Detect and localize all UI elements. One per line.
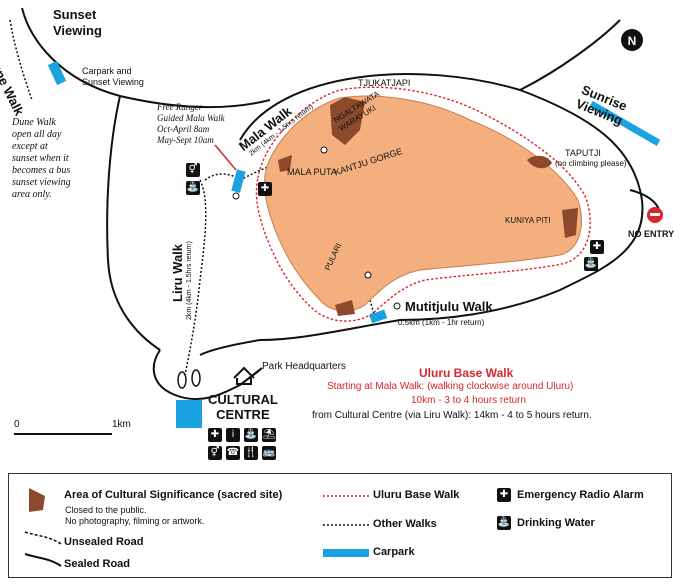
liru-walk-label: Liru Walk xyxy=(170,243,185,302)
legend-cultural-sub2: No photography, filming or artwork. xyxy=(65,516,205,526)
legend-water: Drinking Water xyxy=(517,517,595,529)
ranger-pointer xyxy=(214,144,237,171)
dune-walk-path xyxy=(9,19,33,101)
sealed-road-hq-stub xyxy=(239,367,263,386)
base-walk-line2: 10km - 3 to 4 hours return xyxy=(411,395,527,406)
sacred-site-kuniya xyxy=(562,208,578,238)
picnic-icon: ⛱ xyxy=(262,428,276,442)
east-emergency-icon: ✚ xyxy=(590,240,604,254)
legend-other-walks: Other Walks xyxy=(373,518,437,530)
legend-emergency: Emergency Radio Alarm xyxy=(517,489,644,501)
park-hq-label: Park Headquarters xyxy=(262,361,346,372)
sealed-road-west xyxy=(106,95,161,351)
carpark-sunrise xyxy=(589,100,661,146)
mutitjulu-walk-path xyxy=(369,299,376,319)
kuniya-label: KUNIYA PITI xyxy=(505,216,551,225)
legend-base-walk: Uluru Base Walk xyxy=(373,489,460,501)
base-walk-route xyxy=(255,86,591,322)
east-water-icon: ⛲ xyxy=(584,257,598,271)
legend-unsealed: Unsealed Road xyxy=(64,536,144,548)
legend-carpark: Carpark xyxy=(373,546,415,558)
mala-emergency-icon: ✚ xyxy=(258,182,272,196)
legend: Area of Cultural Significance (sacred si… xyxy=(8,473,672,578)
mala-water-icon: ⛲ xyxy=(186,181,200,195)
north-label: N xyxy=(628,34,637,48)
sacred-site-taputji xyxy=(527,155,552,169)
sealed-road-loop xyxy=(199,73,644,356)
legend-cultural: Area of Cultural Significance (sacred si… xyxy=(64,489,283,501)
mutitjulu-label: Mutitjulu Walk xyxy=(405,299,493,314)
park-hq-icon xyxy=(233,366,255,385)
water-icon: ⛲ xyxy=(244,428,258,442)
bus-icon: 🚌 xyxy=(262,446,276,460)
base-walk-line1: Starting at Mala Walk: (walking clockwis… xyxy=(327,381,574,392)
north-compass xyxy=(621,29,643,51)
sacred-site-pulari xyxy=(335,300,355,316)
scale-km: 1km xyxy=(112,419,131,430)
liru-walk-distance: 2km (4km - 1.5hrs return) xyxy=(186,241,193,320)
carpark-mutitjulu xyxy=(369,309,388,324)
liru-walk-path xyxy=(184,179,207,376)
sealed-road-hq xyxy=(152,349,261,401)
legend-cultural-sub1: Closed to the public. xyxy=(65,505,147,515)
food-icon: 🍴 xyxy=(244,446,258,460)
carpark-cultural-centre xyxy=(176,400,202,428)
mala-puta-label: MALA PUTA xyxy=(287,167,337,177)
toilets-icon: ⚥ xyxy=(208,446,222,460)
uluru-rock xyxy=(264,95,582,312)
taputji-note: (no climbing please) xyxy=(555,159,627,168)
tjukatjapi-label: TJUKATJAPI xyxy=(358,78,411,88)
emergency-icon: ✚ xyxy=(208,428,222,442)
phone-icon: ☎ xyxy=(226,446,240,460)
mutitjulu-distance: 0.5km (1km - 1hr return) xyxy=(398,318,485,327)
base-walk-line3: from Cultural Centre (via Liru Walk): 14… xyxy=(312,410,592,421)
sacred-site-mala-puta xyxy=(278,155,292,172)
marker-mala xyxy=(232,192,240,200)
marker-pulari xyxy=(364,271,372,279)
scale-zero: 0 xyxy=(14,419,20,430)
sealed-road-east xyxy=(519,19,621,91)
no-entry-label: NO ENTRY xyxy=(628,229,675,239)
mala-toilets-icon: ⚥ xyxy=(186,163,200,177)
base-walk-title: Uluru Base Walk xyxy=(419,366,514,380)
marker-kantju xyxy=(320,146,328,154)
marker-mutitjulu xyxy=(393,302,401,310)
legend-water-icon: ⛲ xyxy=(497,516,511,530)
taputji-label: TAPUTJI xyxy=(565,148,601,158)
legend-sealed: Sealed Road xyxy=(64,558,131,570)
carpark-mala xyxy=(231,169,246,193)
legend-emergency-icon: ✚ xyxy=(497,488,511,502)
carpark-sunset xyxy=(47,60,67,86)
info-icon: i xyxy=(226,428,240,442)
sacred-site-ngaltawata xyxy=(330,97,365,145)
